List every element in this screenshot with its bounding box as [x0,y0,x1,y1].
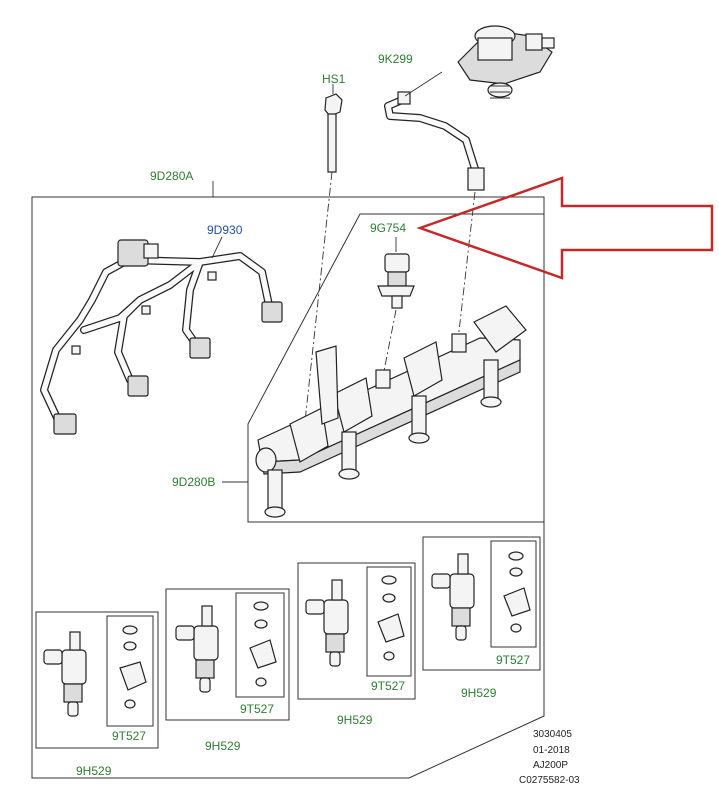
label-9h529-1: 9H529 [76,764,112,778]
bolt-hs1 [324,93,343,173]
label-9k299: 9K299 [378,52,413,66]
label-hs1: HS1 [322,72,346,86]
fuel-feed-pipe [384,91,485,191]
label-9h529-4: 9H529 [461,686,497,700]
injector-2-seals [249,601,277,687]
footer-line-3: AJ200P [533,760,568,771]
highlight-arrow-icon [416,176,714,280]
label-9h529-2: 9H529 [205,739,241,753]
high-pressure-pump [457,25,555,99]
injector-kit-2 [165,588,290,721]
footer-line-4: C0275582-03 [519,775,580,786]
label-9t527-1: 9T527 [112,729,146,743]
injector-3-seals [377,575,405,661]
injector-kit-4 [422,536,541,671]
fuel-rail [255,305,527,518]
injector-1 [43,631,87,717]
wiring-harness [40,239,283,435]
footer-line-1: 3030405 [533,729,572,740]
fuel-pressure-sensor [377,253,415,309]
label-9t527-3: 9T527 [371,679,405,693]
label-9d280a: 9D280A [150,169,193,183]
label-9h529-3: 9H529 [337,713,373,727]
label-9t527-2: 9T527 [240,702,274,716]
injector-1-seals [119,625,147,709]
label-9g754: 9G754 [370,221,406,235]
label-9d280b: 9D280B [172,475,215,489]
main-assembly-frame [31,196,545,779]
label-9d930: 9D930 [207,223,243,237]
label-9t527-4: 9T527 [496,653,530,667]
injector-3 [305,579,349,667]
fuel-rail-frame [247,213,545,523]
injector-kit-1 [35,611,159,749]
injector-kit-3 [297,562,416,700]
footer-line-2: 01-2018 [533,745,570,756]
injector-4 [431,553,475,641]
injector-2 [175,605,219,693]
injector-4-seals [503,551,531,633]
